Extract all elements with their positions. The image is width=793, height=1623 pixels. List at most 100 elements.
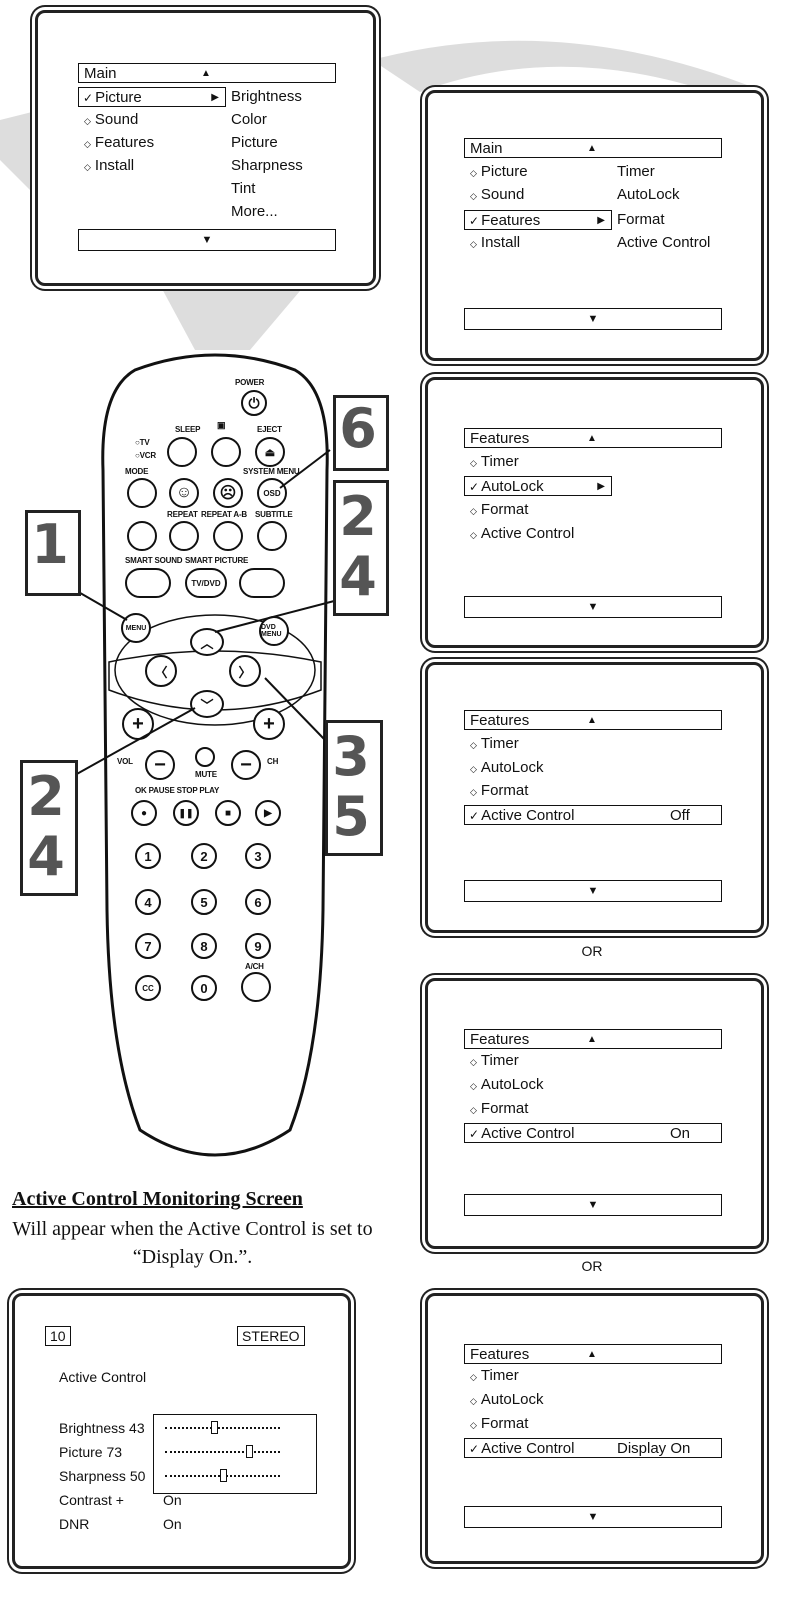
menu-item-format[interactable]: ◇Format [470,501,529,518]
chevron-up-icon: ︿ [200,635,214,651]
menu-item-format[interactable]: ◇Format [470,1100,529,1117]
channel-down-button[interactable]: − [231,750,261,780]
mute-button[interactable] [195,747,215,767]
submenu-item[interactable]: Color [231,111,267,128]
repeat-ab-button[interactable] [213,521,243,551]
menu-item-install[interactable]: ◇Install [84,157,135,174]
menu-item-active-control[interactable]: ✓Active Control Display On [464,1438,722,1458]
digit-button[interactable]: 0 [191,975,217,1001]
menu-item-autolock[interactable]: ◇AutoLock [470,759,544,776]
menu-item-install[interactable]: ◇Install [470,234,521,251]
diamond-icon: ◇ [84,116,91,126]
cc-button[interactable]: CC [135,975,161,1001]
up-button[interactable]: ︿ [190,628,224,656]
submenu-item[interactable]: AutoLock [617,186,680,203]
submenu-item[interactable]: Picture [231,134,278,151]
right-button[interactable]: 〉 [229,655,261,687]
submenu-item[interactable]: Sharpness [231,157,303,174]
menu-item-active-control[interactable]: ✓Active Control On [464,1123,722,1143]
diamond-icon: ◇ [470,1420,477,1430]
level-bar [165,1451,280,1453]
digit-button[interactable]: 2 [191,843,217,869]
menu-item-sound[interactable]: ◇Sound [84,111,139,128]
digit-button[interactable]: 7 [135,933,161,959]
submenu-item[interactable]: More... [231,203,278,220]
submenu-item[interactable]: Timer [617,163,655,180]
eject-label: EJECT [257,425,282,434]
stop-button[interactable]: ■ [215,800,241,826]
menu-item-format[interactable]: ◇Format [470,1415,529,1432]
volume-down-button[interactable]: − [145,750,175,780]
menu-item-timer[interactable]: ◇Timer [470,453,519,470]
step-callout-box [333,480,389,616]
menu-item-autolock[interactable]: ◇AutoLock [470,1391,544,1408]
menu-item-autolock[interactable]: ◇AutoLock [470,1076,544,1093]
screen-format-icon: ▣ [217,420,226,430]
pause-button[interactable]: ❚❚ [173,800,199,826]
menu-item-timer[interactable]: ◇Timer [470,1367,519,1384]
smart-sound-label: SMART SOUND [125,556,183,565]
ach-label: A/CH [245,962,264,971]
menu-item-autolock[interactable]: ✓AutoLock ▶ [464,476,612,496]
digit-button[interactable]: 6 [245,889,271,915]
play-icon: ▶ [264,807,272,819]
menu-item-features[interactable]: ✓Features ▶ [464,210,612,230]
digit-button[interactable]: 8 [191,933,217,959]
osd-button[interactable]: OSD [257,478,287,508]
blank-button[interactable] [127,521,157,551]
down-button[interactable]: ﹀ [190,690,224,718]
menu-item-picture[interactable]: ✓Picture ▶ [78,87,226,107]
left-button[interactable]: 〈 [145,655,177,687]
smart-picture-button[interactable] [239,568,285,598]
submenu-item[interactable]: Tint [231,180,256,197]
menu-item-active-control[interactable]: ◇Active Control [470,525,575,542]
ch-label: CH [267,757,279,766]
ok-button[interactable]: ● [131,800,157,826]
menu-button[interactable]: MENU [121,613,151,643]
subtitle-label: SUBTITLE [255,510,293,519]
channel-up-button[interactable]: + [253,708,285,740]
menu-footer: ▼ [464,596,722,618]
mode-button[interactable] [127,478,157,508]
remote-control: POWER ⏻ SLEEP EJECT ▣ ⏏ ○TV ○VCR MODE SY… [95,350,335,1160]
menu-item-features[interactable]: ◇Features [84,134,155,151]
digit-button[interactable]: 3 [245,843,271,869]
smile-button[interactable]: ☺ [169,478,199,508]
menu-item-picture[interactable]: ◇Picture [470,163,528,180]
power-label: POWER [235,378,265,387]
menu-item-timer[interactable]: ◇Timer [470,735,519,752]
tv-dvd-button[interactable]: TV/DVD [185,568,227,598]
ach-button[interactable] [241,972,271,1002]
subtitle-button[interactable] [257,521,287,551]
step-number-1: 1 [31,513,69,576]
digit-button[interactable]: 4 [135,889,161,915]
digit-button[interactable]: 9 [245,933,271,959]
frown-icon: ☹ [219,485,237,502]
eject-button[interactable]: ⏏ [255,437,285,467]
menu-item-sound[interactable]: ◇Sound [470,186,525,203]
format-button[interactable] [211,437,241,467]
sleep-button[interactable] [167,437,197,467]
play-button[interactable]: ▶ [255,800,281,826]
frown-button[interactable]: ☹ [213,478,243,508]
menu-header: Features ▲ [464,1029,722,1049]
smart-sound-button[interactable] [125,568,171,598]
menu-footer: ▼ [464,308,722,330]
or-label: OR [581,1258,603,1274]
submenu-item[interactable]: Format [617,211,665,228]
menu-item-active-control[interactable]: ✓Active Control Off [464,805,722,825]
arrow-up-icon: ▲ [587,143,597,154]
menu-header: Features ▲ [464,710,722,730]
pause-icon: ❚❚ [178,807,194,818]
digit-button[interactable]: 1 [135,843,161,869]
radio-icon: ○ [135,451,140,460]
menu-item-timer[interactable]: ◇Timer [470,1052,519,1069]
submenu-item[interactable]: Active Control [617,234,711,251]
digit-button[interactable]: 5 [191,889,217,915]
diamond-icon: ◇ [470,530,477,540]
submenu-item[interactable]: Brightness [231,88,302,105]
caption-body: Will appear when the Active Control is s… [12,1218,373,1268]
repeat-button[interactable] [169,521,199,551]
menu-item-format[interactable]: ◇Format [470,782,529,799]
power-button[interactable]: ⏻ [241,390,267,416]
